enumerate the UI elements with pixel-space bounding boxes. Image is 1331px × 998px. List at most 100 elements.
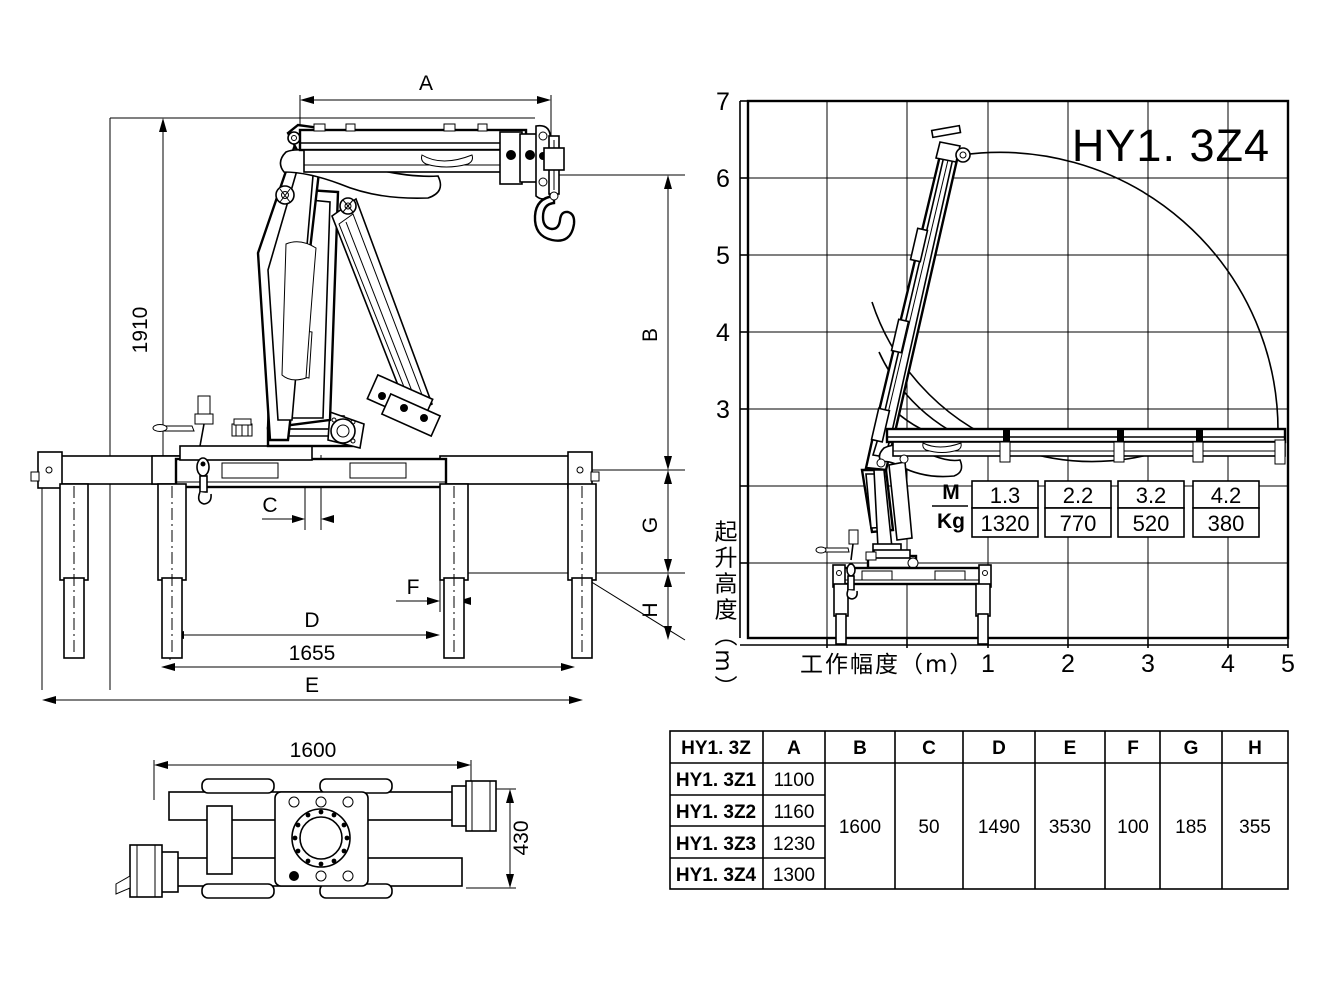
dimension-H-label: H [639, 602, 662, 617]
hook-assembly [533, 135, 576, 242]
dimension-D-label: D [304, 609, 319, 632]
x-tick-4: 4 [1221, 650, 1235, 678]
spec-table-row: HY1. 3Z2 1160 [676, 802, 815, 823]
load-unit-kg: Kg [937, 510, 965, 533]
crane-side-elevation-geometry [30, 123, 600, 659]
y-tick-4: 4 [716, 319, 730, 347]
plan-view: 1600 430 [115, 739, 533, 899]
spec-shared-e: 3530 [1049, 817, 1091, 838]
dimension-1655: 1655 [161, 642, 575, 671]
dimension-B: B [639, 175, 672, 470]
spec-table-row: HY1. 3Z4 1300 [676, 865, 815, 886]
load-capacity-1: 1320 [981, 511, 1030, 536]
load-point-2: 2.2 770 [1044, 480, 1112, 538]
stowed-hook [196, 457, 212, 505]
spec-model-4: HY1. 3Z4 [676, 865, 757, 886]
extension-boom [298, 123, 551, 200]
load-radius-3: 3.2 [1136, 483, 1167, 508]
dimension-H: H [639, 573, 672, 640]
load-capacity-2: 770 [1060, 511, 1097, 536]
slew-actuator [327, 410, 365, 449]
spec-model-3: HY1. 3Z3 [676, 834, 756, 855]
dimension-1600: 1600 [153, 739, 472, 800]
outrigger-beam-assembly [30, 395, 600, 505]
dimension-G-label: G [639, 517, 662, 533]
spec-header-g: G [1184, 738, 1199, 759]
spec-header-model: HY1. 3Z [681, 738, 751, 759]
dimension-B-label: B [639, 328, 662, 342]
load-capacity-table: M Kg 1.3 1320 2.2 770 3.2 52 [932, 480, 1260, 538]
spec-header-d: D [992, 738, 1006, 759]
dimension-A-label: A [419, 72, 433, 95]
arc-4 [961, 151, 1279, 433]
lift-cylinder [331, 197, 442, 438]
x-axis-label: 工作幅度（m） [800, 652, 974, 678]
spec-header-c: C [922, 738, 936, 759]
spec-shared-c: 50 [918, 817, 939, 838]
dimension-C-label: C [262, 494, 277, 517]
dimension-C: C [262, 494, 334, 523]
dimension-430-label: 430 [510, 820, 533, 855]
spec-a-4: 1300 [773, 865, 815, 886]
boom-arm-lower [256, 137, 324, 442]
spec-shared-g: 185 [1175, 817, 1207, 838]
x-tick-5: 5 [1281, 650, 1295, 678]
spec-header-h: H [1248, 738, 1262, 759]
load-point-3: 3.2 520 [1117, 480, 1185, 538]
control-lever [152, 395, 253, 447]
dimension-A: A [300, 72, 551, 104]
spec-header-b: B [853, 738, 867, 759]
load-unit-m: M [942, 481, 960, 504]
spec-model-1: HY1. 3Z1 [676, 770, 757, 791]
dimension-E: E [42, 674, 583, 704]
dimension-F: F [396, 576, 471, 605]
spec-header-e: E [1064, 738, 1077, 759]
dimension-1910-label: 1910 [129, 307, 152, 354]
load-chart: 7 6 5 4 3 起升高度（m） 1 2 3 4 5 工作幅度（m） HY1.… [710, 88, 1295, 701]
spec-shared-f: 100 [1117, 817, 1149, 838]
load-radius-1: 1.3 [990, 483, 1021, 508]
spec-shared-h: 355 [1239, 817, 1271, 838]
x-tick-3: 3 [1141, 650, 1155, 678]
load-point-1: 1.3 1320 [971, 480, 1039, 538]
dimension-E-label: E [305, 674, 319, 697]
plan-geometry [115, 778, 497, 899]
y-tick-7: 7 [716, 88, 730, 116]
load-radius-2: 2.2 [1063, 483, 1094, 508]
bolt-circle [292, 809, 350, 867]
spec-header-a: A [787, 738, 801, 759]
outrigger-legs [59, 483, 597, 659]
spec-table: HY1. 3Z A B C D E F G H HY1. 3Z1 1100 HY… [669, 730, 1289, 890]
dimension-G: G [639, 470, 672, 573]
chart-model-title: HY1. 3Z4 [1072, 120, 1270, 171]
spec-shared-d: 1490 [978, 817, 1020, 838]
spec-a-2: 1160 [774, 802, 815, 823]
load-point-4: 4.2 380 [1192, 480, 1260, 538]
y-tick-5: 5 [716, 242, 730, 270]
side-elevation-view: 1910 A B G H [30, 72, 686, 704]
spec-table-border [669, 730, 1289, 890]
spec-a-1: 1100 [774, 770, 815, 791]
x-tick-1: 1 [981, 650, 995, 678]
spec-header-f: F [1127, 738, 1139, 759]
load-radius-4: 4.2 [1211, 483, 1242, 508]
spec-table-row: HY1. 3Z1 1100 [676, 770, 815, 791]
spec-table-row: HY1. 3Z3 1230 [676, 834, 815, 855]
spec-shared-b: 1600 [839, 817, 881, 838]
x-tick-2: 2 [1061, 650, 1075, 678]
dimension-1600-label: 1600 [290, 739, 337, 762]
y-tick-6: 6 [716, 165, 730, 193]
chart-frame [746, 99, 1290, 640]
chart-y-ticks [740, 100, 748, 564]
spec-table-row-lines [670, 762, 1288, 859]
spec-table-column-lines [762, 731, 1223, 889]
spec-a-3: 1230 [773, 834, 815, 855]
y-tick-3: 3 [716, 396, 730, 424]
dimension-1655-label: 1655 [289, 642, 336, 665]
dimension-F-label: F [407, 576, 420, 599]
y-axis-label: 起升高度（m） [710, 519, 738, 700]
load-capacity-3: 520 [1133, 511, 1170, 536]
spec-model-2: HY1. 3Z2 [676, 802, 756, 823]
